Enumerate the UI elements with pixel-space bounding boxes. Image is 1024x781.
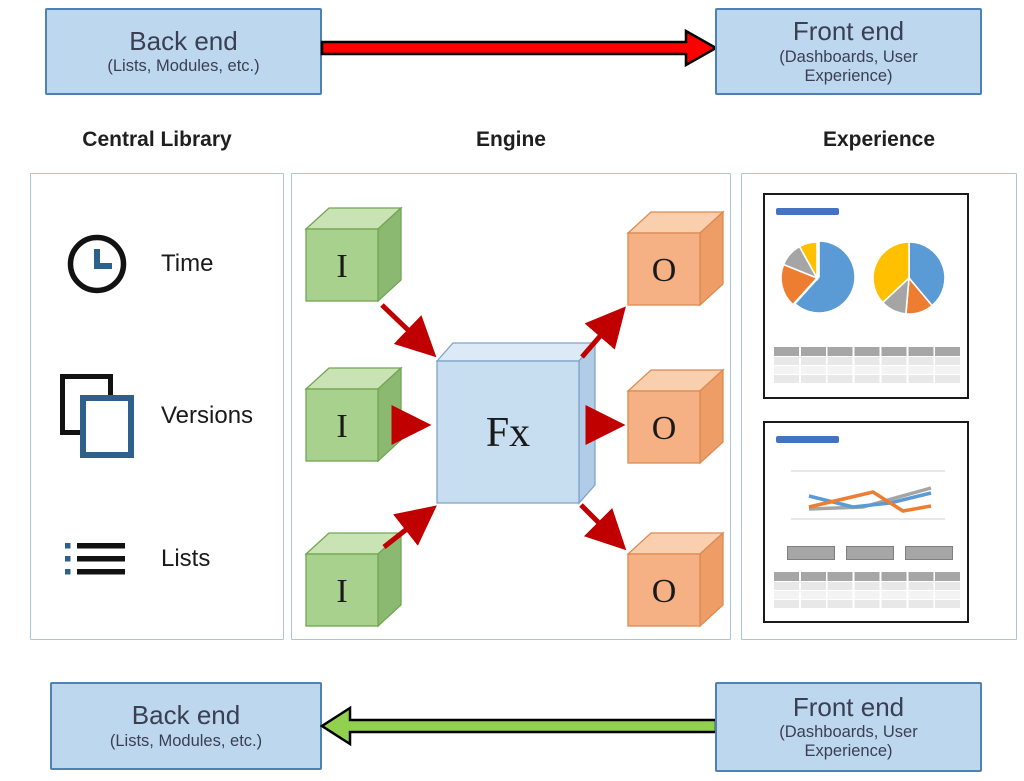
engine-diagram: I I I Fx xyxy=(304,206,725,628)
library-item-lists: Lists xyxy=(55,539,210,579)
function-label: Fx xyxy=(486,410,530,456)
output-cube-2: O xyxy=(626,368,725,465)
pie-charts-placeholder xyxy=(780,240,946,315)
table-placeholder xyxy=(774,347,962,383)
column-header-engine: Engine xyxy=(475,128,546,151)
output-label: O xyxy=(652,252,677,289)
output-cube-1: O xyxy=(626,210,725,307)
table-placeholder-row xyxy=(774,572,962,581)
frontend-subtitle: (Dashboards, User Experience) xyxy=(779,47,918,85)
engine-panel: I I I Fx xyxy=(291,173,731,640)
lists-icon xyxy=(55,539,139,579)
library-item-label: Lists xyxy=(161,545,211,572)
backend-subtitle: (Lists, Modules, etc.) xyxy=(107,57,260,76)
table-placeholder-row xyxy=(774,582,962,590)
dashboard-mockup-lines xyxy=(763,421,969,623)
library-item-versions: Versions xyxy=(55,374,253,458)
experience-panel xyxy=(741,173,1017,640)
frontend-title: Front end xyxy=(792,691,905,722)
input-cube-2: I xyxy=(304,366,403,463)
backend-subtitle: (Lists, Modules, etc.) xyxy=(109,731,263,750)
backend-box-top: Back end (Lists, Modules, etc.) xyxy=(45,8,322,95)
function-cube: Fx xyxy=(435,341,597,505)
output-label: O xyxy=(652,410,677,447)
table-placeholder-row xyxy=(774,357,962,365)
backend-box-bottom: Back end (Lists, Modules, etc.) xyxy=(50,682,322,770)
button-placeholder xyxy=(787,546,835,560)
button-placeholder xyxy=(846,546,894,560)
input-label: I xyxy=(336,248,347,285)
frontend-box-top: Front end (Dashboards, User Experience) xyxy=(715,8,982,95)
frontend-subtitle: (Dashboards, User Experience) xyxy=(779,723,918,761)
table-placeholder-row xyxy=(774,600,962,608)
output-label: O xyxy=(652,573,677,610)
table-placeholder-row xyxy=(774,347,962,356)
input-label: I xyxy=(336,408,347,445)
dashboard-title-bar xyxy=(776,208,839,215)
backend-title: Back end xyxy=(131,700,241,731)
frontend-title: Front end xyxy=(792,16,905,47)
column-header-central-library: Central Library xyxy=(82,128,232,151)
frontend-to-backend-arrow xyxy=(320,705,718,747)
library-item-label: Versions xyxy=(161,402,254,429)
table-placeholder-row xyxy=(774,375,962,383)
library-item-label: Time xyxy=(161,250,214,277)
dashboard-title-bar xyxy=(776,436,839,443)
backend-title: Back end xyxy=(129,25,238,56)
input-label: I xyxy=(336,573,347,610)
clock-icon xyxy=(55,232,139,296)
dashboard-mockup-pies xyxy=(763,193,969,399)
table-placeholder xyxy=(774,572,962,608)
library-item-time: Time xyxy=(55,232,213,296)
input-cube-1: I xyxy=(304,206,403,303)
column-header-experience: Experience xyxy=(822,128,936,151)
line-chart-placeholder xyxy=(791,470,945,520)
input-cube-3: I xyxy=(304,531,403,628)
backend-to-frontend-arrow xyxy=(320,28,719,68)
versions-icon xyxy=(55,374,139,458)
table-placeholder-row xyxy=(774,366,962,374)
central-library-panel: Time Versions xyxy=(30,173,284,640)
engine-arrows xyxy=(380,303,627,551)
frontend-box-bottom: Front end (Dashboards, User Experience) xyxy=(715,682,982,772)
output-cube-3: O xyxy=(626,531,725,628)
table-placeholder-row xyxy=(774,591,962,599)
button-placeholder xyxy=(905,546,953,560)
